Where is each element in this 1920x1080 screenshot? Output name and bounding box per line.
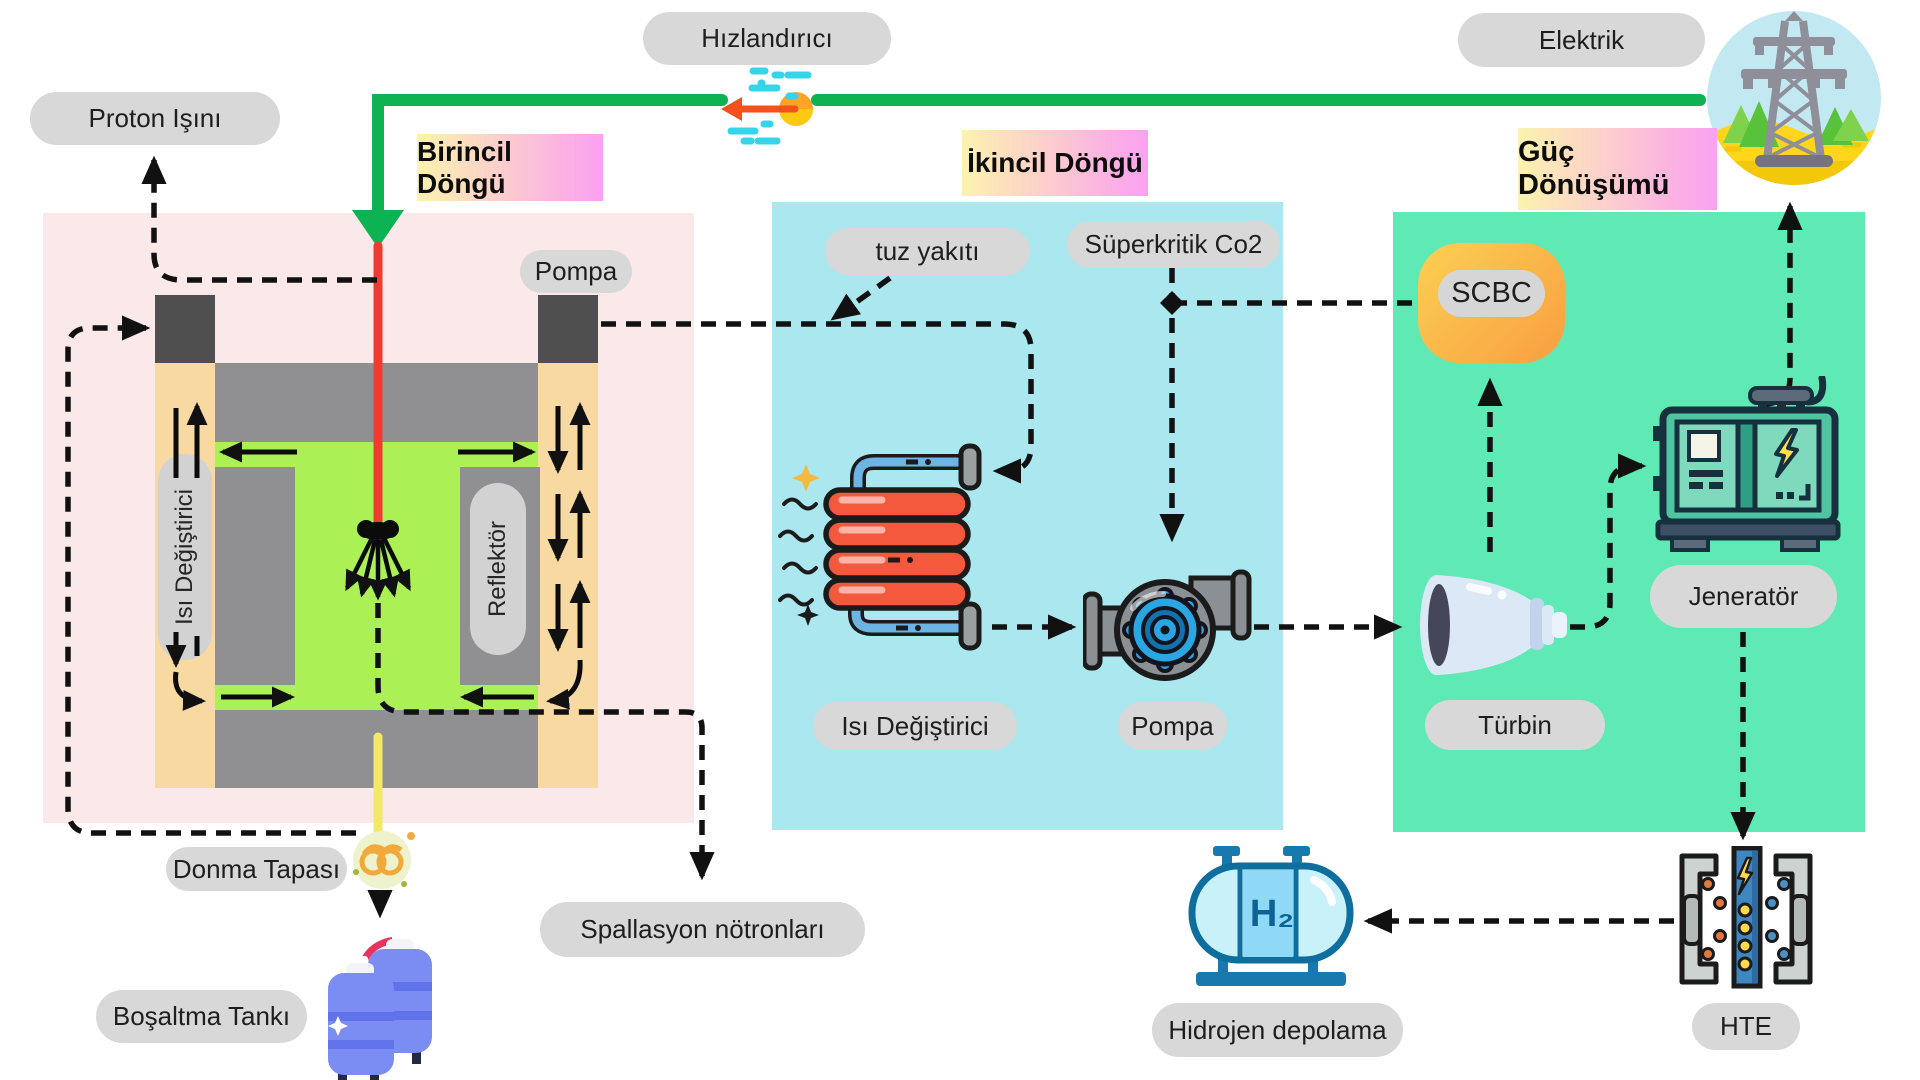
electricity-pill: Elektrik: [1458, 13, 1705, 67]
salt-fuel-pill: tuz yakıtı: [825, 228, 1030, 275]
hydrogen-storage-pill: Hidrojen depolama: [1152, 1003, 1403, 1057]
secondary-loop-title: İkincil Döngü: [962, 130, 1148, 196]
generator-pill: Jeneratör: [1650, 565, 1837, 628]
generator-to-grid: [1765, 201, 1803, 407]
reflector-capsule: Reflektör: [470, 483, 526, 655]
inlet-block: [155, 295, 215, 363]
heat-exchanger-icon: [778, 438, 993, 653]
hte-icon: [1672, 846, 1820, 990]
drain-return-loop: [65, 315, 356, 836]
proton-beam-pill: Proton Işını: [30, 92, 280, 145]
junction-diamond: [1160, 291, 1184, 315]
scbc-label: SCBC: [1438, 270, 1545, 317]
generator-icon: [1650, 376, 1842, 552]
turbine-to-generator: [1570, 453, 1647, 630]
drain-tank-icon: [322, 932, 442, 1080]
pump-block: [538, 295, 598, 363]
secondary-pump-pill: Pompa: [1118, 702, 1227, 750]
core-to-spallation: [375, 603, 715, 881]
spallation-target: [357, 520, 399, 540]
accelerator-icon: [715, 62, 825, 147]
primary-loop-title: Birincil Döngü: [417, 134, 603, 201]
power-line: [352, 94, 1706, 248]
h2-symbol: H₂: [1249, 892, 1295, 935]
pump-to-secondary: [601, 321, 1034, 484]
pump-icon: [1083, 566, 1253, 686]
spallation-pill: Spallasyon nötronları: [540, 902, 865, 957]
freeze-plug-pill: Donma Tapası: [166, 847, 347, 891]
drain-tank-pill: Boşaltma Tankı: [96, 990, 307, 1043]
secondary-hx-pill: Isı Değiştirici: [813, 702, 1017, 750]
primary-pump-pill: Pompa: [520, 250, 632, 293]
hydrogen-tank-icon: [1186, 846, 1356, 991]
power-conversion-title: Güç Dönüşümü: [1518, 128, 1717, 210]
hte-pill: HTE: [1692, 1003, 1800, 1050]
salt-fuel-pointer: [830, 275, 892, 321]
heat-exchanger-column: [215, 467, 295, 685]
turbine-pill: Türbin: [1425, 700, 1605, 750]
power-grid-icon: [1705, 9, 1883, 187]
freeze-plug-icon: [350, 826, 418, 896]
supercritical-pill: Süperkritik Co2: [1067, 221, 1280, 268]
accelerator-pill: Hızlandırıcı: [643, 12, 891, 65]
flow-arrows: [165, 401, 591, 711]
spallation-fan: [344, 536, 412, 601]
core-heat-exchanger-capsule: Isı Değiştirici: [158, 454, 212, 660]
proton-label-connector: [141, 155, 377, 283]
turbine-icon: [1412, 572, 1572, 678]
